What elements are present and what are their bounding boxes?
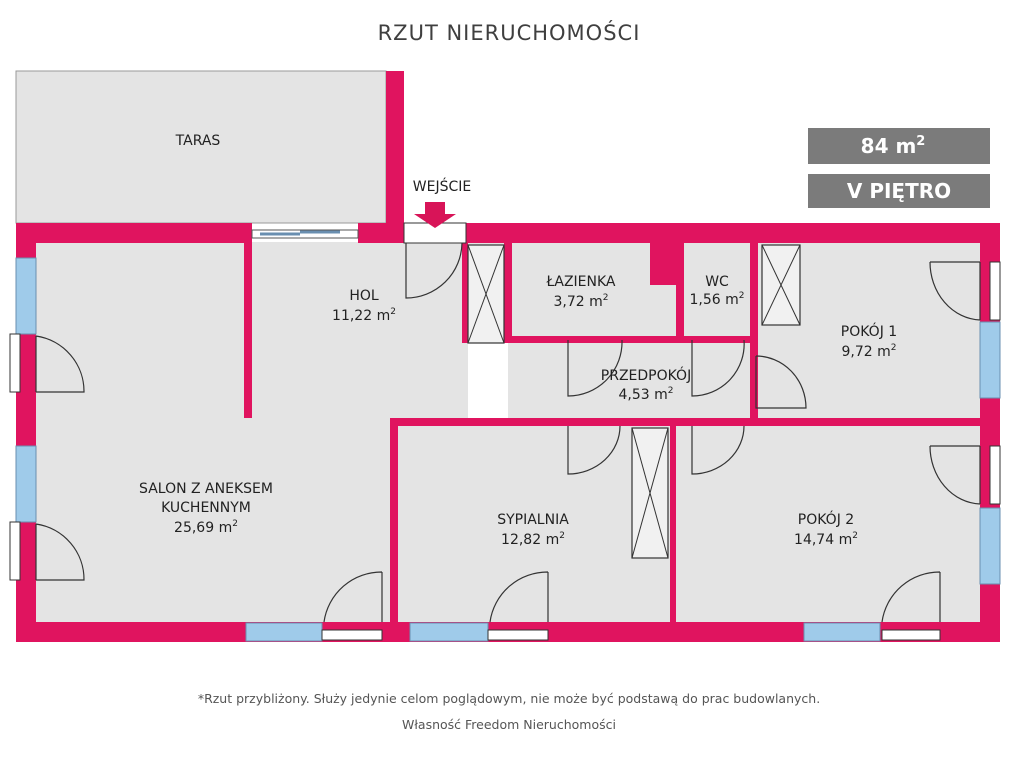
room-sypialnia-area: 12,82 m2	[501, 531, 565, 548]
room-pokoj1-area: 9,72 m2	[842, 343, 897, 360]
svg-text:84 m2: 84 m2	[861, 134, 926, 158]
area-badge-sup: 2	[916, 134, 925, 149]
room-lazienka-area: 3,72 m2	[554, 293, 609, 310]
room-pokoj2-name: POKÓJ 2	[798, 510, 854, 528]
terrace	[15, 70, 404, 243]
floors	[36, 242, 980, 622]
windows	[15, 229, 1001, 642]
area-badge-value: 84 m	[861, 134, 917, 158]
footer-disclaimer: *Rzut przybliżony. Służy jedynie celom p…	[198, 691, 820, 706]
room-lazienka-name: ŁAZIENKA	[546, 274, 616, 290]
entrance-label: WEJŚCIE	[413, 177, 471, 195]
room-hol-name: HOL	[349, 288, 379, 304]
room-hol-area: 11,22 m2	[332, 307, 396, 324]
room-wc-area: 1,56 m2	[690, 291, 745, 308]
floor-badge: V PIĘTRO	[808, 174, 990, 208]
balcony-doors	[9, 261, 1001, 641]
entrance-arrow	[414, 202, 456, 228]
room-pokoj1-name: POKÓJ 1	[841, 322, 897, 340]
room-wc-name: WC	[705, 274, 729, 290]
area-badge: 84 m2	[808, 128, 990, 164]
walls	[16, 223, 1000, 642]
room-taras-name: TARAS	[175, 133, 221, 149]
footer-owner: Własność Freedom Nieruchomości	[402, 717, 616, 732]
room-salon-area: 25,69 m2	[174, 519, 238, 536]
interior-doors	[403, 222, 807, 475]
room-salon-name-line2: KUCHENNYM	[161, 500, 251, 516]
wardrobes	[467, 244, 801, 559]
floor-badge-text: V PIĘTRO	[847, 179, 951, 203]
room-salon-name-line1: SALON Z ANEKSEM	[139, 481, 273, 497]
room-sypialnia-name: SYPIALNIA	[497, 512, 569, 528]
room-pokoj2-area: 14,74 m2	[794, 531, 858, 548]
room-przedpokoj-area: 4,53 m2	[619, 386, 674, 403]
page-title: RZUT NIERUCHOMOŚCI	[378, 20, 641, 45]
room-przedpokoj-name: PRZEDPOKÓJ	[601, 366, 691, 384]
